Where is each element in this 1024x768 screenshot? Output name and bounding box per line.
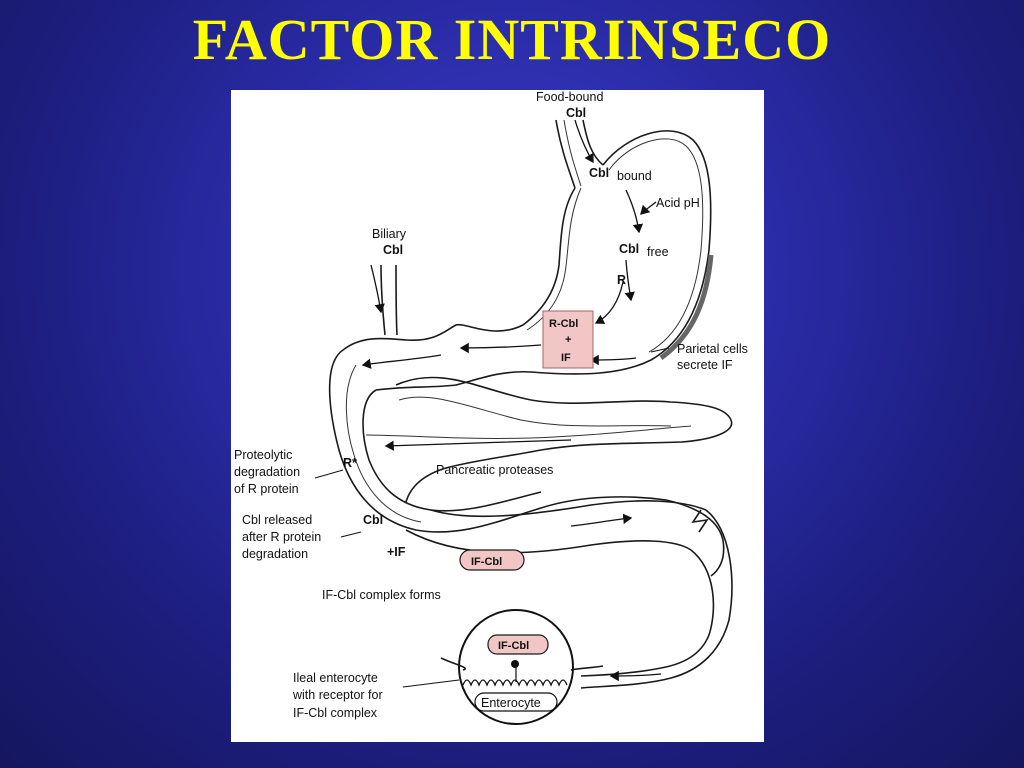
label-bound: bound — [617, 169, 652, 183]
r-cbl-if-complex — [542, 310, 594, 369]
pancreas — [365, 376, 733, 503]
label-food-bound: Food-bound — [536, 90, 603, 104]
label-free: free — [647, 245, 669, 259]
label-cbl-free: Cbl — [619, 242, 639, 256]
label-proteolytic-1: Proteolytic — [234, 448, 292, 462]
label-cbl-bound: Cbl — [589, 166, 609, 180]
label-ileal-2: with receptor for — [292, 688, 383, 702]
label-pancreatic: Pancreatic proteases — [436, 463, 553, 477]
label-complex-forms: IF-Cbl complex forms — [322, 588, 441, 602]
label-cbl-released-3: degradation — [242, 547, 308, 561]
label-r: R — [617, 273, 626, 287]
flow-arrows — [361, 119, 657, 451]
small-intestine — [405, 500, 733, 689]
if-cbl-gut-badge — [459, 549, 525, 571]
label-r-star: R* — [343, 456, 357, 470]
label-parietal-2: secrete IF — [677, 358, 733, 372]
diagram-panel: Food-bound Cbl Cbl bound Acid pH Cbl fre… — [231, 90, 764, 742]
label-plus-if: +IF — [387, 545, 406, 559]
label-cbl-released-1: Cbl released — [242, 513, 312, 527]
label-proteolytic-3: of R protein — [234, 482, 299, 496]
biliary-duct — [370, 264, 398, 336]
label-food-bound-cbl: Cbl — [566, 106, 586, 120]
label-ileal-1: Ileal enterocyte — [293, 671, 378, 685]
label-parietal-1: Parietal cells — [677, 342, 748, 356]
label-pointers — [314, 347, 670, 688]
label-cbl-duodenum: Cbl — [363, 513, 383, 527]
label-biliary: Biliary — [372, 227, 407, 241]
gi-diagram: Food-bound Cbl Cbl bound Acid pH Cbl fre… — [234, 90, 748, 725]
label-enterocyte: Enterocyte — [481, 696, 541, 710]
label-rcbl-if: IF — [561, 352, 571, 364]
label-biliary-cbl: Cbl — [383, 243, 403, 257]
label-rcbl-plus: + — [565, 334, 571, 346]
esophagus — [555, 119, 604, 189]
label-ileal-3: IF-Cbl complex — [293, 706, 378, 720]
label-if-cbl-cell: IF-Cbl — [498, 640, 529, 652]
enterocyte-magnified — [440, 609, 604, 725]
slide-title: FACTOR INTRINSECO — [192, 7, 832, 72]
label-rcbl-1: R-Cbl — [549, 318, 578, 330]
label-cbl-released-2: after R protein — [242, 530, 321, 544]
label-proteolytic-2: degradation — [234, 465, 300, 479]
stomach — [342, 130, 714, 391]
label-acid-ph: Acid pH — [656, 196, 700, 210]
label-if-cbl-gut: IF-Cbl — [471, 556, 502, 568]
